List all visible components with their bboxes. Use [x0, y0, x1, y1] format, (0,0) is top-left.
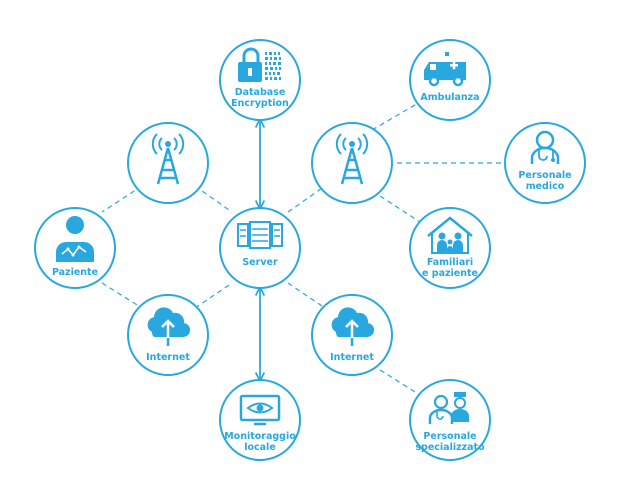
node-ambulanza: Ambulanza	[409, 39, 491, 121]
node-internet-right: Internet	[311, 294, 393, 376]
link-server-tower-right	[287, 185, 326, 213]
node-monitoraggio: Monitoraggio locale	[219, 379, 301, 461]
link-internet-left-server	[194, 282, 233, 309]
connectors	[101, 101, 515, 396]
familiari-line1: Familiari	[427, 257, 473, 268]
family-house-icon	[427, 216, 473, 254]
personale-specializzato-line1: Personale	[423, 431, 476, 442]
personale-medico-line2: medico	[526, 181, 565, 192]
server-label: Server	[242, 257, 278, 268]
cloud-upload-icon	[331, 307, 375, 346]
monitoraggio-line1: Monitoraggio	[224, 431, 296, 442]
link-paziente-internet-left	[101, 282, 143, 309]
link-tower-right-ambulanza	[371, 101, 421, 131]
node-personale-medico: Personale medico	[504, 122, 586, 204]
node-database: Database Encryption	[219, 39, 301, 121]
antenna-tower-icon	[335, 133, 369, 185]
link-internet-right-specializzato	[379, 369, 421, 396]
monitoraggio-line2: locale	[244, 442, 276, 453]
internet-right-label: Internet	[330, 352, 374, 363]
antenna-tower-icon	[151, 133, 185, 185]
personale-specializzato-line2: specializzato	[415, 442, 485, 453]
familiari-line2: e paziente	[422, 268, 478, 279]
node-tower-right	[311, 122, 393, 204]
database-label-line1: Database	[235, 87, 286, 98]
link-tower-left-server	[194, 185, 233, 213]
node-personale-specializzato: Personale specializzato	[409, 379, 491, 461]
paziente-label: Paziente	[52, 267, 98, 278]
personale-medico-line1: Personale	[518, 170, 571, 181]
link-tower-right-familiari	[379, 195, 421, 223]
node-server: Server	[219, 207, 301, 289]
internet-left-label: Internet	[146, 352, 190, 363]
node-paziente: Paziente	[34, 207, 116, 289]
patient-icon	[56, 216, 94, 262]
node-familiari: Familiari e paziente	[409, 207, 491, 289]
monitor-eye-icon	[239, 394, 281, 426]
ambulanza-label: Ambulanza	[420, 92, 479, 103]
node-tower-left	[127, 122, 209, 204]
link-tower-left-paziente	[101, 185, 143, 213]
cloud-upload-icon	[147, 307, 191, 346]
server-icon	[237, 221, 283, 249]
link-server-internet-right	[287, 282, 326, 309]
node-internet-left: Internet	[127, 294, 209, 376]
padlock-binary-icon	[238, 47, 281, 82]
database-label-line2: Encryption	[231, 98, 289, 109]
medical-staff-icon	[428, 392, 469, 424]
ambulance-icon	[424, 52, 466, 87]
doctor-icon	[530, 130, 560, 164]
